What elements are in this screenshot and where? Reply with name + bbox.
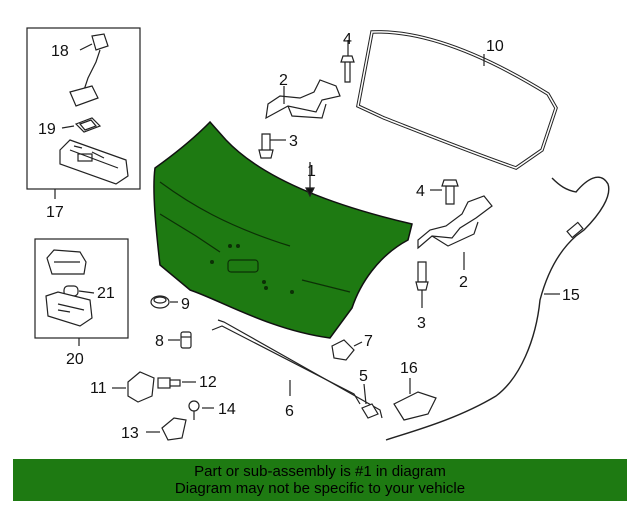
notice-line-2: Diagram may not be specific to your vehi… [174,480,466,497]
callout-19: 19 [38,121,56,138]
part-5-clip [361,383,379,419]
exploded-parts-diagram: 1 2 2 3 3 4 4 5 6 7 8 9 10 11 12 13 14 1… [26,27,610,442]
part-15-release-cable [385,176,610,441]
notice-line-1: Part or sub-assembly is #1 in diagram [194,463,446,480]
callout-17: 17 [46,204,64,221]
inset-box-17 [26,27,141,199]
part-12-bolt [157,377,196,389]
part-18-connector [69,33,109,107]
part-11-latch [112,371,155,403]
callout-7: 7 [364,333,373,350]
part-8-bumper [168,331,192,349]
callout-8: 8 [155,333,164,350]
callout-3-lower: 3 [417,315,426,332]
callout-15: 15 [562,287,580,304]
hinge-lower [415,179,493,308]
part-16-actuator [393,378,437,421]
callout-1: 1 [307,163,316,180]
diagram-notice-banner: Part or sub-assembly is #1 in diagram Di… [13,459,627,501]
callout-3-upper: 3 [289,133,298,150]
callout-13: 13 [121,425,139,442]
part-6-rod [211,319,383,419]
part-7-clip [331,339,363,361]
callout-4-lower: 4 [416,183,425,200]
callout-5: 5 [359,368,368,385]
part-9-bumper [150,295,178,309]
callout-10: 10 [486,38,504,55]
callout-11: 11 [90,380,107,397]
callout-20: 20 [66,351,84,368]
callout-4-upper: 4 [343,31,352,48]
callout-21: 21 [97,285,115,302]
inset-box-20 [34,238,129,346]
callout-16: 16 [400,360,418,377]
callout-18: 18 [51,43,69,60]
hinge-upper [258,40,355,159]
part-13-striker [146,417,187,441]
callout-2-lower: 2 [459,274,468,291]
part-10-weatherstrip [356,30,558,170]
callout-9: 9 [181,296,190,313]
callout-6: 6 [285,403,294,420]
part-14-bolt [188,400,214,420]
part-1-trunk-lid [153,120,413,339]
callout-2-upper: 2 [279,72,288,89]
callout-14: 14 [218,401,236,418]
callout-12: 12 [199,374,217,391]
license-lamp-body [59,139,129,185]
part-19-gasket [61,117,102,133]
